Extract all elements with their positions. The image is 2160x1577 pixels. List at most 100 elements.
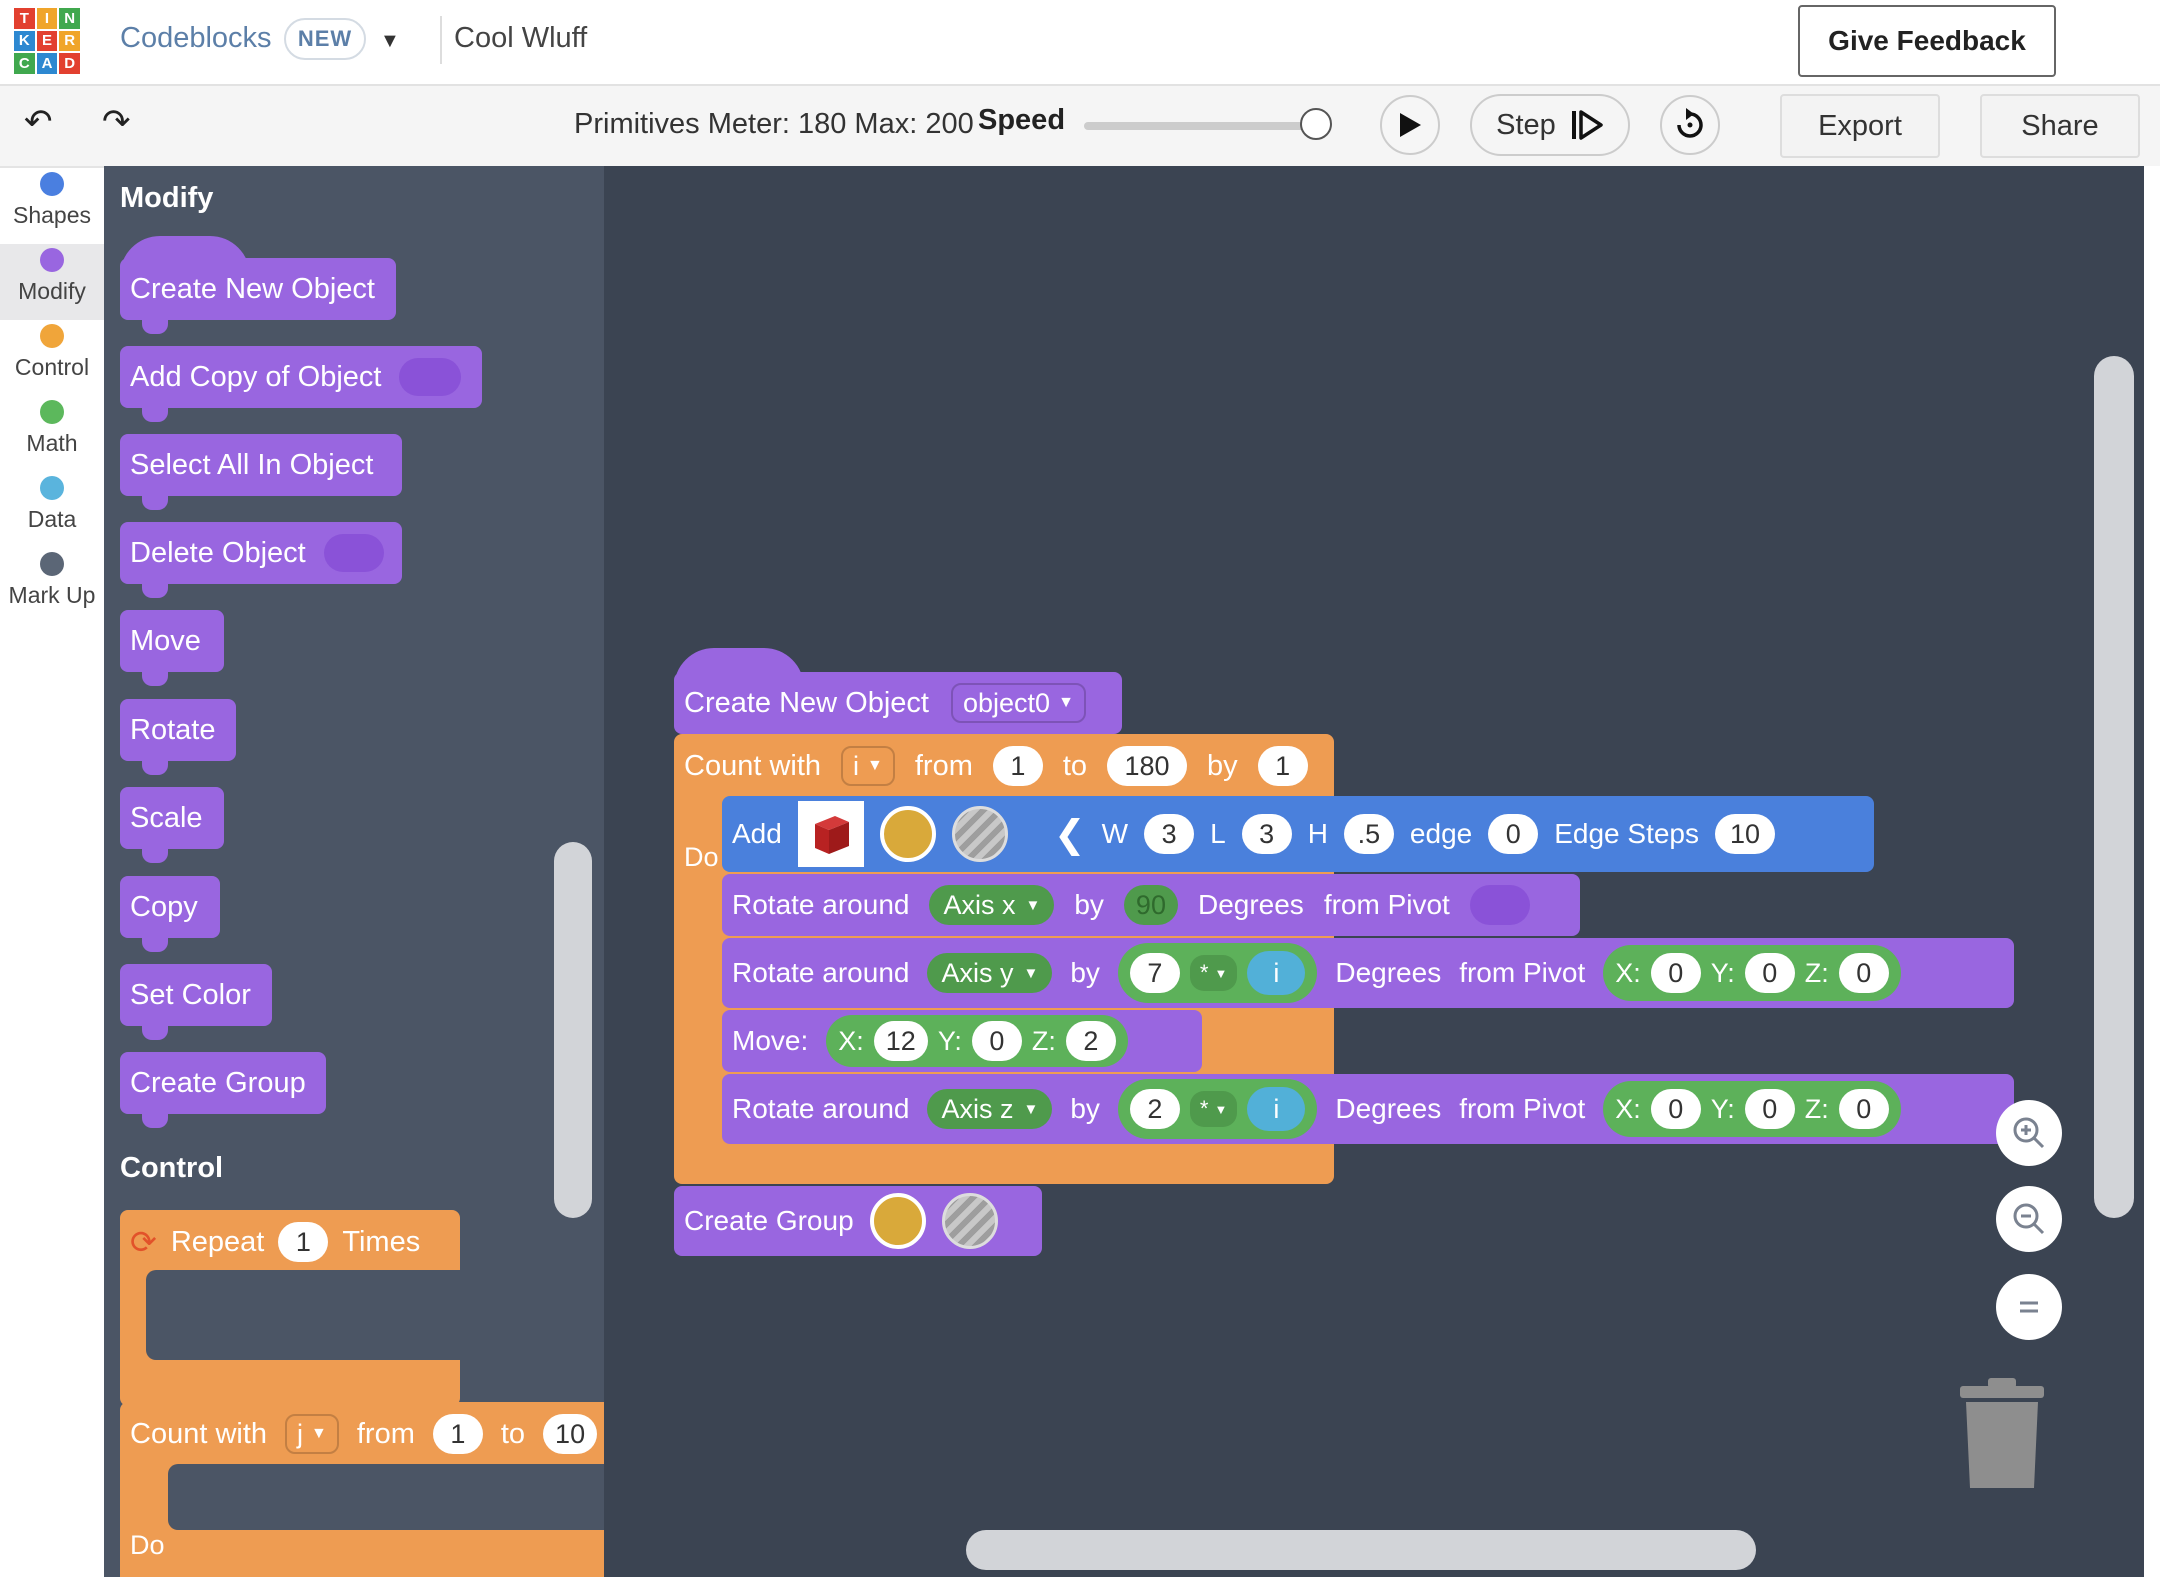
rotate-z-factor-input[interactable]: 2 xyxy=(1129,1089,1180,1129)
canvas-create-group-block[interactable]: Create Group xyxy=(674,1186,1042,1256)
zoom-in-button[interactable] xyxy=(1996,1100,2062,1166)
zoom-out-button[interactable] xyxy=(1996,1186,2062,1252)
category-data[interactable]: Data xyxy=(0,472,104,548)
step-button[interactable]: Step xyxy=(1470,94,1630,156)
pivot-z-input[interactable]: 0 xyxy=(1838,1089,1889,1129)
canvas-rotate-z-block[interactable]: Rotate around Axis z▼ by 2 *▼ i Degrees … xyxy=(722,1074,2014,1144)
loop-var-dropdown[interactable]: i▼ xyxy=(841,746,895,786)
block-notch xyxy=(142,672,168,686)
pivot-z-input[interactable]: 0 xyxy=(1838,953,1889,993)
category-control[interactable]: Control xyxy=(0,320,104,396)
app-name: Codeblocks xyxy=(120,22,272,54)
redo-icon[interactable]: ↷ xyxy=(102,103,131,141)
variable-i[interactable]: i xyxy=(1247,951,1306,995)
count-do-label: Do xyxy=(130,1530,165,1560)
group-hole-swatch[interactable] xyxy=(941,1193,998,1249)
loop-from-input[interactable]: 1 xyxy=(992,746,1043,786)
app-menu-chevron-down-icon[interactable]: ▼ xyxy=(380,30,400,52)
give-feedback-button[interactable]: Give Feedback xyxy=(1798,5,2056,77)
count-from-input[interactable]: 1 xyxy=(432,1414,483,1454)
trash-can-icon[interactable] xyxy=(1960,1378,2044,1495)
count-var-dropdown[interactable]: j▼ xyxy=(285,1414,339,1454)
length-input[interactable]: 3 xyxy=(1241,814,1292,854)
box-shape-thumbnail[interactable] xyxy=(797,801,864,867)
right-gutter xyxy=(2144,166,2160,1577)
rotate-z-expression[interactable]: 2 *▼ i xyxy=(1117,1079,1318,1139)
count-to-input[interactable]: 10 xyxy=(543,1414,598,1454)
chevron-down-icon: ▼ xyxy=(1023,1100,1039,1118)
rotate-x-degrees-input[interactable]: 90 xyxy=(1123,885,1178,925)
pivot-xyz-vector[interactable]: X: 0 Y: 0 Z: 0 xyxy=(1603,1081,1901,1137)
block-create-group[interactable]: Create Group xyxy=(120,1052,326,1128)
edge-steps-input[interactable]: 10 xyxy=(1715,814,1775,854)
canvas-rotate-y-block[interactable]: Rotate around Axis y▼ by 7 *▼ i Degrees … xyxy=(722,938,2014,1008)
export-button[interactable]: Export xyxy=(1780,94,1940,158)
rotate-y-expression[interactable]: 7 *▼ i xyxy=(1117,943,1318,1003)
loop-by-input[interactable]: 1 xyxy=(1257,746,1308,786)
variable-i[interactable]: i xyxy=(1247,1087,1306,1131)
height-input[interactable]: .5 xyxy=(1343,814,1394,854)
block-notch xyxy=(142,584,168,598)
speed-slider-thumb[interactable] xyxy=(1300,108,1332,140)
count-header: Count with j▼ from 1 to 10 xyxy=(130,1408,598,1460)
operator-dropdown[interactable]: *▼ xyxy=(1189,1091,1238,1127)
category-shapes[interactable]: Shapes xyxy=(0,168,104,244)
zoom-reset-button[interactable] xyxy=(1996,1274,2062,1340)
axis-z-dropdown[interactable]: Axis z▼ xyxy=(927,1089,1053,1129)
canvas-create-new-object-block[interactable]: Create New Object object0▼ xyxy=(674,672,1122,734)
move-x-input[interactable]: 12 xyxy=(873,1021,928,1061)
block-delete-object[interactable]: Delete Object xyxy=(120,522,402,598)
pivot-xyz-vector[interactable]: X: 0 Y: 0 Z: 0 xyxy=(1603,945,1901,1001)
canvas-horizontal-scrollbar[interactable] xyxy=(966,1530,1756,1570)
block-rotate[interactable]: Rotate xyxy=(120,699,236,775)
undo-icon[interactable]: ↶ xyxy=(24,103,53,141)
group-color-swatch[interactable] xyxy=(869,1193,926,1249)
pivot-input-slot[interactable] xyxy=(1469,885,1530,925)
chevron-down-icon: ▼ xyxy=(1025,896,1041,914)
canvas-add-shape-block[interactable]: Add ❮ W 3 L 3 H .5 edge 0 Edge Steps 10 xyxy=(722,796,1874,872)
speed-slider-track[interactable] xyxy=(1084,122,1324,130)
reset-button[interactable] xyxy=(1660,95,1720,155)
category-modify[interactable]: Modify xyxy=(0,244,104,320)
category-math[interactable]: Math xyxy=(0,396,104,472)
block-input-slot xyxy=(399,358,462,396)
canvas-rotate-x-block[interactable]: Rotate around Axis x▼ by 90 Degrees from… xyxy=(722,874,1580,936)
block-select-all-in-object[interactable]: Select All In Object xyxy=(120,434,402,510)
share-button[interactable]: Share xyxy=(1980,94,2140,158)
loop-to-input[interactable]: 180 xyxy=(1107,746,1188,786)
block-move[interactable]: Move xyxy=(120,610,224,686)
move-z-input[interactable]: 2 xyxy=(1065,1021,1116,1061)
block-scale[interactable]: Scale xyxy=(120,787,224,863)
pivot-y-input[interactable]: 0 xyxy=(1744,1089,1795,1129)
collapse-chevron-left-icon[interactable]: ❮ xyxy=(1053,813,1086,856)
axis-x-dropdown[interactable]: Axis x▼ xyxy=(929,885,1055,925)
canvas-move-block[interactable]: Move: X: 12 Y: 0 Z: 2 xyxy=(722,1010,1202,1072)
repeat-header: ⟳ Repeat 1 Times xyxy=(130,1222,421,1262)
flyout-scrollbar[interactable] xyxy=(554,842,592,1218)
block-copy[interactable]: Copy xyxy=(120,876,220,952)
object-name-dropdown[interactable]: object0▼ xyxy=(951,683,1086,723)
block-create-new-object[interactable]: Create New Object xyxy=(120,258,396,334)
move-xyz-vector[interactable]: X: 12 Y: 0 Z: 2 xyxy=(826,1015,1128,1067)
category-dot-icon xyxy=(40,400,64,424)
block-add-copy-of-object[interactable]: Add Copy of Object xyxy=(120,346,482,422)
color-swatch[interactable] xyxy=(879,806,936,862)
width-input[interactable]: 3 xyxy=(1144,814,1195,854)
pivot-x-input[interactable]: 0 xyxy=(1650,1089,1701,1129)
canvas-count-header: Count with i▼ from 1 to 180 by 1 xyxy=(684,740,1308,792)
edge-input[interactable]: 0 xyxy=(1488,814,1539,854)
hole-swatch[interactable] xyxy=(951,806,1008,862)
block-set-color[interactable]: Set Color xyxy=(120,964,272,1040)
category-markup[interactable]: Mark Up xyxy=(0,548,104,624)
pivot-x-input[interactable]: 0 xyxy=(1650,953,1701,993)
pivot-y-input[interactable]: 0 xyxy=(1744,953,1795,993)
project-name[interactable]: Cool Wluff xyxy=(454,22,588,54)
play-button[interactable] xyxy=(1380,95,1440,155)
operator-dropdown[interactable]: *▼ xyxy=(1189,955,1238,991)
axis-y-dropdown[interactable]: Axis y▼ xyxy=(927,953,1053,993)
canvas-vertical-scrollbar[interactable] xyxy=(2094,356,2134,1218)
repeat-count-input[interactable]: 1 xyxy=(278,1222,329,1262)
move-y-input[interactable]: 0 xyxy=(971,1021,1022,1061)
rotate-y-factor-input[interactable]: 7 xyxy=(1129,953,1180,993)
